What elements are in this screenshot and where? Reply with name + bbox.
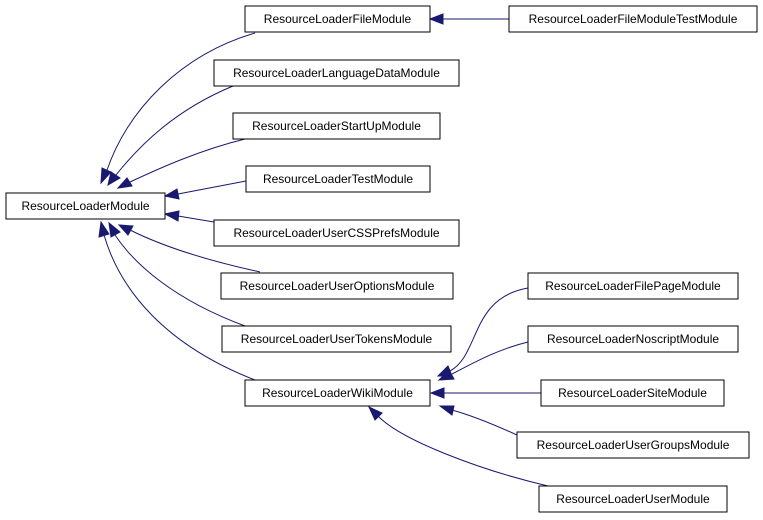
edge-user-groups-to-wiki-module [438,405,518,436]
node-label: ResourceLoaderFileModule [264,12,412,26]
node-resource-loader-user-css-prefs-module[interactable]: ResourceLoaderUserCSSPrefsModule [213,219,460,247]
node-resource-loader-test-module[interactable]: ResourceLoaderTestModule [245,165,431,193]
node-label: ResourceLoaderFilePageModule [545,279,721,293]
node-label: ResourceLoaderFileModuleTestModule [529,12,738,26]
node-label: ResourceLoaderUserGroupsModule [537,438,730,452]
node-resource-loader-wiki-module[interactable]: ResourceLoaderWikiModule [244,379,431,407]
edge-user-css-prefs-to-rl-module [163,210,215,223]
edge-test-module-to-rl-module [163,180,247,200]
node-label: ResourceLoaderWikiModule [262,386,413,400]
edge-site-to-wiki-module [429,387,541,399]
nodes-layer: ResourceLoaderModule ResourceLoaderFileM… [5,5,758,513]
edge-user-tokens-to-rl-module [108,221,246,327]
edge-start-up-to-rl-module [116,138,246,189]
node-resource-loader-module[interactable]: ResourceLoaderModule [5,192,166,220]
node-resource-loader-start-up-module[interactable]: ResourceLoaderStartUpModule [232,112,441,140]
node-resource-loader-file-module[interactable]: ResourceLoaderFileModule [244,5,431,33]
node-resource-loader-user-options-module[interactable]: ResourceLoaderUserOptionsModule [220,272,454,300]
node-resource-loader-user-module[interactable]: ResourceLoaderUserModule [538,485,728,513]
node-resource-loader-file-module-test-module[interactable]: ResourceLoaderFileModuleTestModule [508,5,758,33]
edge-language-data-to-rl-module [107,85,234,187]
node-label: ResourceLoaderUserOptionsModule [240,279,435,293]
edge-file-module-test-to-file-module [428,13,509,25]
node-label: ResourceLoaderSiteModule [558,386,707,400]
node-label: ResourceLoaderTestModule [263,172,413,186]
edge-wiki-module-to-rl-module [98,220,256,381]
node-label: ResourceLoaderStartUpModule [252,119,421,133]
edge-user-options-to-rl-module [117,224,261,273]
edge-user-module-to-wiki-module [367,405,549,487]
edges-layer [98,13,549,487]
node-resource-loader-noscript-module[interactable]: ResourceLoaderNoscriptModule [527,325,739,353]
node-label: ResourceLoaderUserTokensModule [241,332,433,346]
edge-file-module-to-rl-module [100,32,256,185]
node-label: ResourceLoaderLanguageDataModule [233,66,440,80]
node-resource-loader-language-data-module[interactable]: ResourceLoaderLanguageDataModule [213,59,460,87]
node-label: ResourceLoaderNoscriptModule [547,332,719,346]
node-resource-loader-file-page-module[interactable]: ResourceLoaderFilePageModule [527,272,739,300]
node-label: ResourceLoaderModule [21,199,149,213]
node-label: ResourceLoaderUserModule [556,492,710,506]
edge-noscript-to-wiki-module [437,341,529,381]
node-resource-loader-user-groups-module[interactable]: ResourceLoaderUserGroupsModule [516,431,750,459]
node-label: ResourceLoaderUserCSSPrefsModule [233,226,439,240]
node-resource-loader-site-module[interactable]: ResourceLoaderSiteModule [540,379,725,407]
node-resource-loader-user-tokens-module[interactable]: ResourceLoaderUserTokensModule [221,325,452,353]
